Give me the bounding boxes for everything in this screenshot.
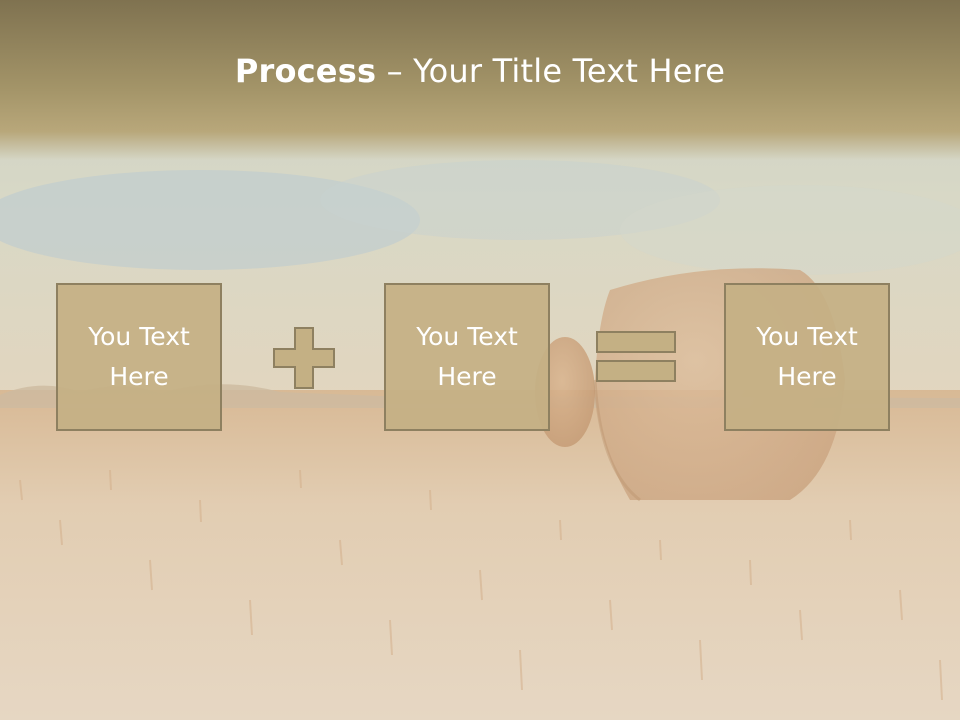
- equals-icon: [596, 331, 676, 382]
- title-bar: Process – Your Title Text Here: [0, 0, 960, 150]
- process-box-3-text: You Text Here: [756, 322, 858, 391]
- plus-icon: [273, 327, 335, 389]
- slide-title[interactable]: Process – Your Title Text Here: [235, 52, 725, 90]
- process-box-3[interactable]: You Text Here: [724, 283, 890, 431]
- process-box-1-text: You Text Here: [88, 322, 190, 391]
- title-bold-text: Process: [234, 52, 377, 90]
- title-rest-text: – Your Title Text Here: [376, 52, 726, 90]
- process-box-1[interactable]: You Text Here: [56, 283, 222, 431]
- process-box-2-text: You Text Here: [416, 322, 518, 391]
- process-box-2[interactable]: You Text Here: [384, 283, 550, 431]
